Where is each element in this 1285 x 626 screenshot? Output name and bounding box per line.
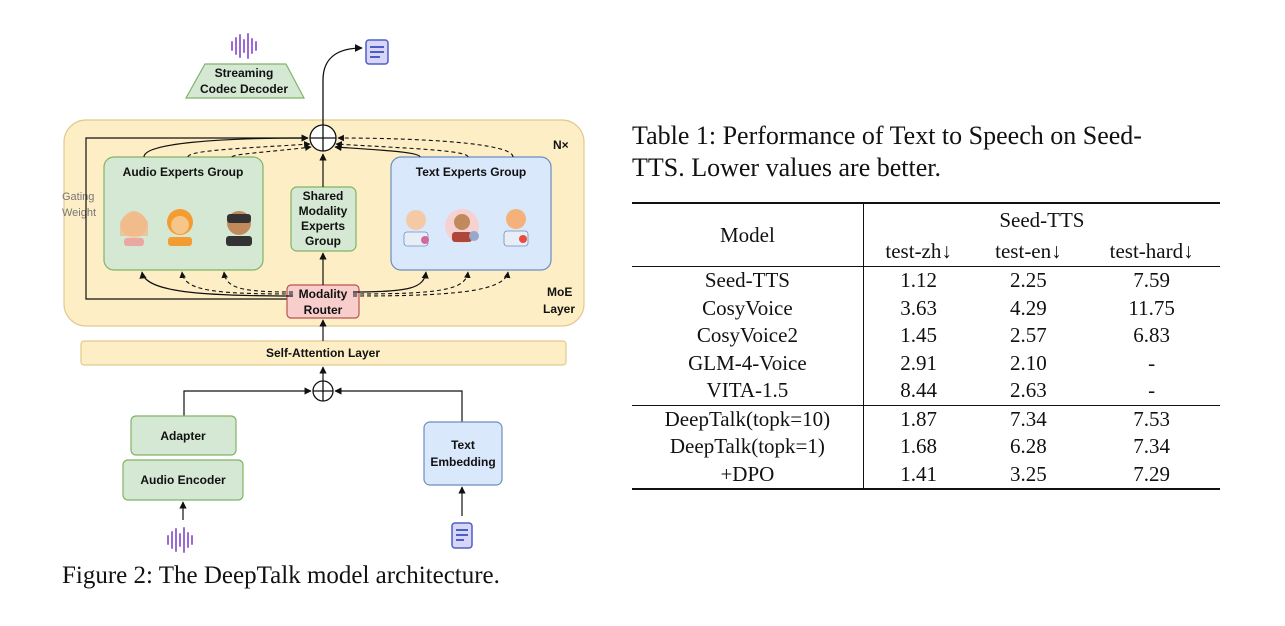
text-experts-group-label: Text Experts Group xyxy=(416,165,526,179)
person-support-icon xyxy=(167,209,193,246)
moe-layer-label-2: Layer xyxy=(543,302,575,316)
person-headset-icon xyxy=(120,211,148,246)
table-caption-line-1: Table 1: Performance of Text to Speech o… xyxy=(632,121,1142,150)
table-row: Seed-TTS 1.12 2.25 7.59 xyxy=(632,266,1220,295)
router-label-1: Modality xyxy=(299,287,348,301)
adapter xyxy=(130,415,237,456)
table-row: DeepTalk(topk=10) 1.87 7.34 7.53 xyxy=(632,404,1220,433)
value-test-hard: 7.34 xyxy=(1133,434,1171,459)
document-icon xyxy=(365,39,389,65)
person-creator-icon xyxy=(445,209,479,243)
col-header-test-hard: test-hard↓ xyxy=(1109,238,1194,263)
value-test-hard: 7.53 xyxy=(1083,404,1220,433)
figure-caption: Figure 2: The DeepTalk model architectur… xyxy=(62,562,500,589)
shared-label-4: Group xyxy=(305,234,341,248)
tts-results-table: Model Seed-TTS test-zh↓ test-en↓ test-ha… xyxy=(632,202,1220,490)
table-row: CosyVoice2 1.45 2.57 6.83 xyxy=(632,322,1220,350)
table-row: GLM-4-Voice 2.91 2.10 - xyxy=(632,349,1220,377)
audio-wave-input-icon xyxy=(167,527,193,553)
value-test-en: 3.25 xyxy=(973,460,1084,490)
shared-label-3: Experts xyxy=(301,219,345,233)
streaming-codec-decoder-label-2: Codec Decoder xyxy=(200,82,288,96)
value-test-zh: 8.44 xyxy=(900,378,938,403)
value-test-hard: 6.83 xyxy=(1133,323,1171,348)
model-name: CosyVoice xyxy=(632,294,864,322)
person-scientist-icon xyxy=(403,210,429,247)
value-test-en: 7.34 xyxy=(973,404,1084,433)
self-attention-label: Self-Attention Layer xyxy=(266,346,380,360)
person-award-icon xyxy=(503,209,529,247)
col-header-test-zh: test-zh↓ xyxy=(885,238,952,263)
model-name: DeepTalk(topk=1) xyxy=(632,433,864,461)
gating-weight-label: Gating xyxy=(62,191,94,203)
value-test-hard: 7.29 xyxy=(1083,460,1220,490)
audio-encoder xyxy=(122,459,244,501)
streaming-codec-decoder xyxy=(184,63,305,99)
shared-label-2: Modality xyxy=(299,204,348,218)
adapter-label: Adapter xyxy=(160,429,206,443)
streaming-codec-decoder-label-1: Streaming xyxy=(215,66,274,80)
architecture-diagram: N× MoE Layer Gating Weight Streaming Cod… xyxy=(62,33,585,553)
model-name: DeepTalk(topk=10) xyxy=(632,404,864,433)
person-vr-icon xyxy=(226,211,252,246)
moe-layer-label-1: MoE xyxy=(547,285,572,299)
value-test-hard: - xyxy=(1148,378,1156,403)
document-input-icon xyxy=(451,522,473,549)
model-name: Seed-TTS xyxy=(632,266,864,295)
shared-label-1: Shared xyxy=(303,189,344,203)
value-test-zh: 2.91 xyxy=(900,350,938,375)
table-row: +DPO 1.41 3.25 7.29 xyxy=(632,460,1220,490)
router-label-2: Router xyxy=(304,303,343,317)
value-test-en: 2.63 xyxy=(1010,378,1047,403)
table-caption: Table 1: Performance of Text to Speech o… xyxy=(632,120,1232,184)
table-caption-line-2: TTS. Lower values are better. xyxy=(632,153,941,182)
col-header-test-en: test-en↓ xyxy=(995,238,1062,263)
table-row: VITA-1.5 8.44 2.63 - xyxy=(632,377,1220,405)
value-test-hard: - xyxy=(1148,350,1156,375)
model-name: +DPO xyxy=(632,460,864,490)
model-name: GLM-4-Voice xyxy=(632,349,864,377)
value-test-en: 6.28 xyxy=(1010,434,1047,459)
value-test-zh: 1.68 xyxy=(900,434,938,459)
value-test-en: 4.29 xyxy=(1010,295,1047,320)
value-test-en: 2.57 xyxy=(1010,323,1047,348)
table-row: DeepTalk(topk=1) 1.68 6.28 7.34 xyxy=(632,433,1220,461)
value-test-hard: 7.59 xyxy=(1133,268,1171,293)
n-times-label: N× xyxy=(553,138,569,152)
model-name: VITA-1.5 xyxy=(632,377,864,405)
col-header-model: Model xyxy=(632,202,864,267)
col-group-seed-tts: Seed-TTS xyxy=(863,202,1220,236)
value-test-en: 2.10 xyxy=(1010,350,1047,375)
text-embedding-label-1: Text xyxy=(451,438,475,452)
value-test-zh: 3.63 xyxy=(900,295,938,320)
audio-encoder-label: Audio Encoder xyxy=(140,473,226,487)
value-test-zh: 1.87 xyxy=(863,404,974,433)
value-test-zh: 1.41 xyxy=(863,460,974,490)
text-embedding xyxy=(423,421,503,486)
table-row: CosyVoice 3.63 4.29 11.75 xyxy=(632,294,1220,322)
value-test-zh: 1.45 xyxy=(900,323,938,348)
model-name: CosyVoice2 xyxy=(632,322,864,350)
audio-wave-icon xyxy=(231,33,257,59)
text-embedding-label-2: Embedding xyxy=(430,455,495,469)
gating-weight-label-2: Weight xyxy=(62,207,96,219)
audio-experts-group-label: Audio Experts Group xyxy=(123,165,244,179)
value-test-zh: 1.12 xyxy=(900,268,938,293)
value-test-hard: 11.75 xyxy=(1128,295,1175,320)
value-test-en: 2.25 xyxy=(1010,268,1047,293)
